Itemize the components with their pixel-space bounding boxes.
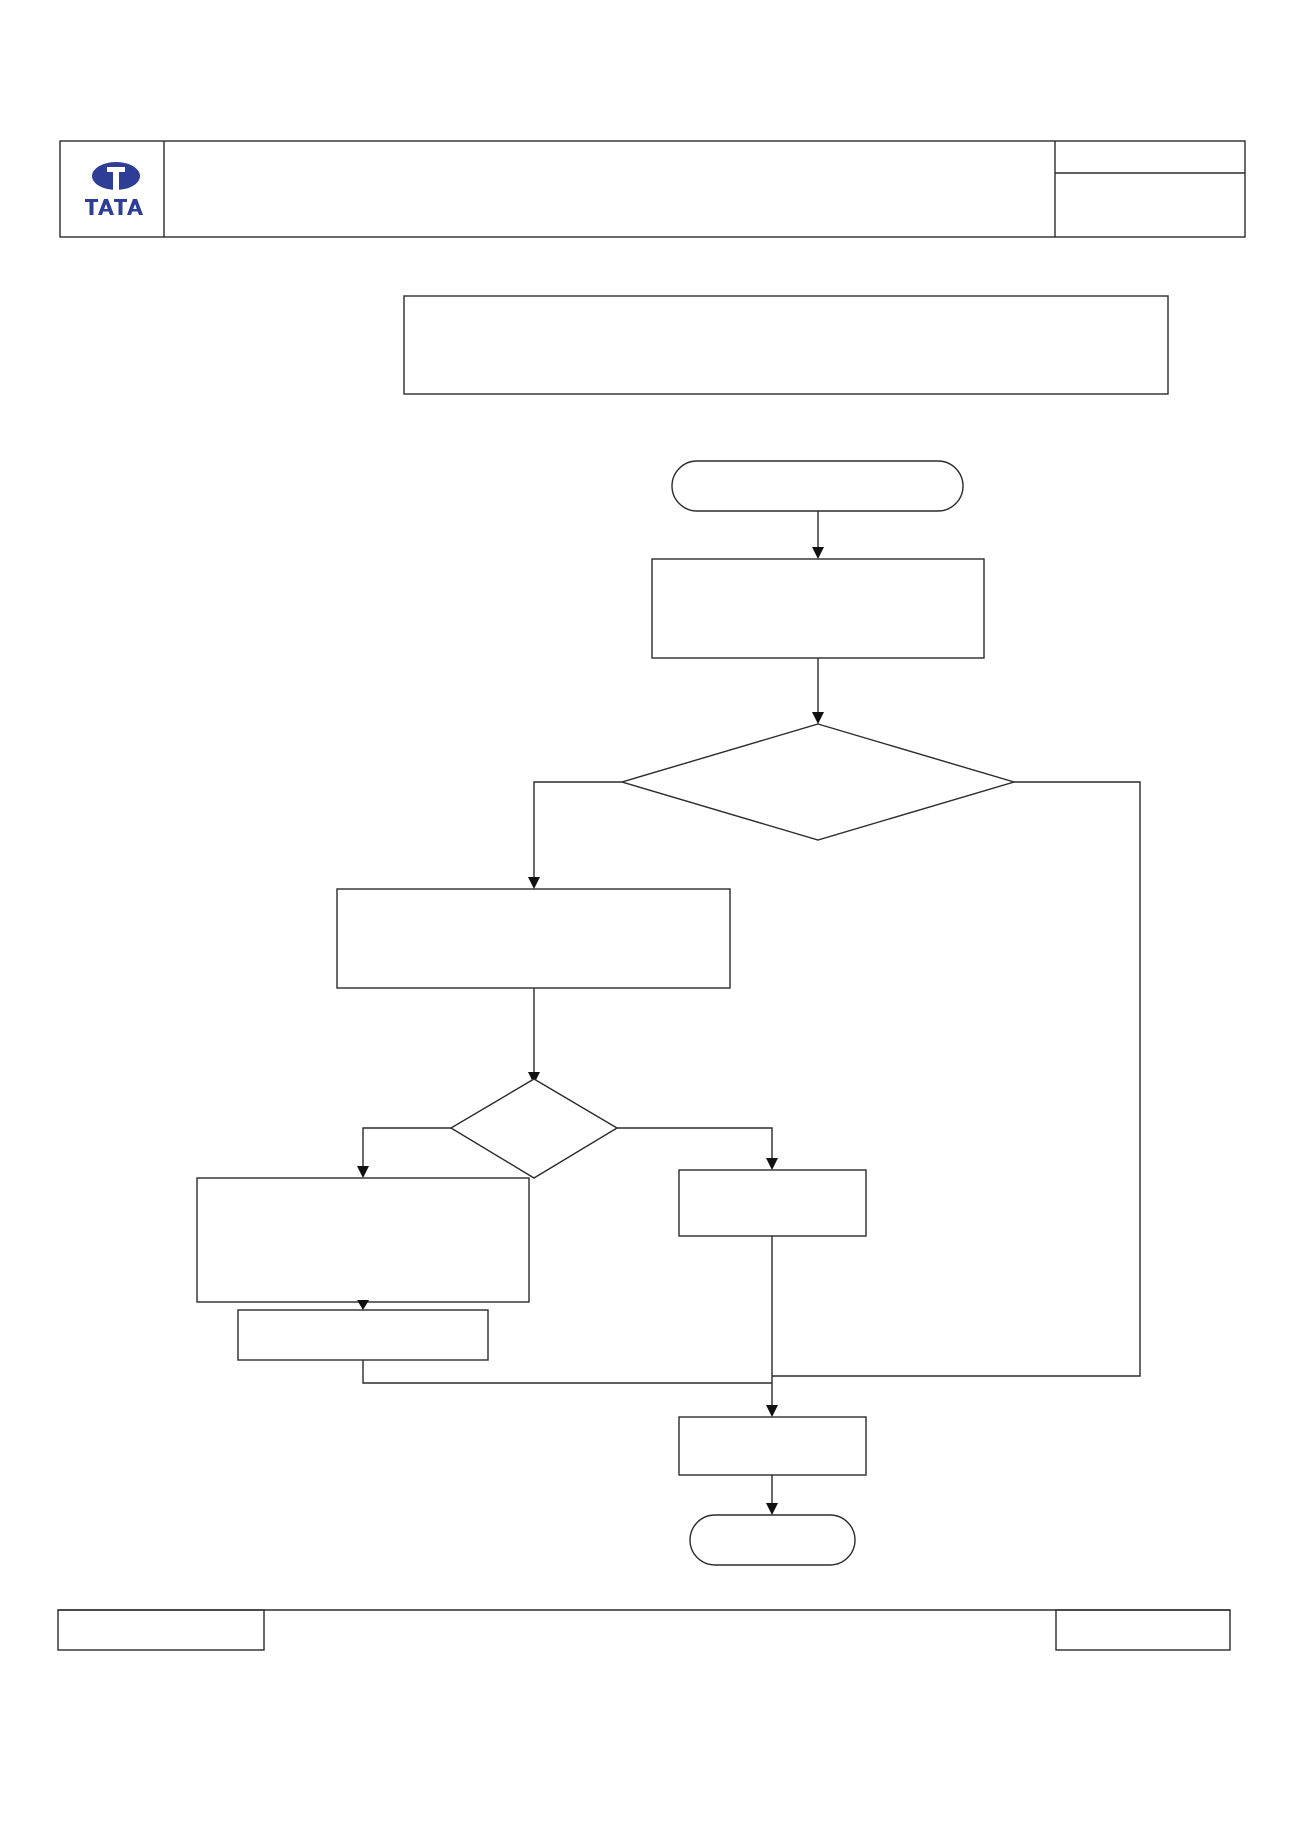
end-terminator xyxy=(689,1514,856,1566)
document-footer xyxy=(57,1609,1231,1651)
connector-decision1-right xyxy=(772,781,1141,1377)
tata-logo-wordmark xyxy=(85,199,143,215)
title-box xyxy=(403,295,1169,395)
arrowhead xyxy=(766,1503,778,1515)
tata-logo-icon xyxy=(92,162,140,190)
start-terminator xyxy=(671,460,964,512)
footer-right-box xyxy=(1055,1609,1231,1651)
arrowhead xyxy=(766,1405,778,1417)
process-box-4 xyxy=(237,1309,489,1361)
flowchart xyxy=(196,460,1141,1566)
header-frame xyxy=(59,140,1246,238)
document-header xyxy=(59,140,1246,238)
process-box-1 xyxy=(651,558,985,659)
process-box-3 xyxy=(196,1177,530,1303)
arrowhead xyxy=(357,1166,369,1178)
connector-decision2-right xyxy=(617,1127,773,1165)
connector-decision1-left xyxy=(533,781,622,884)
footer-left-box xyxy=(57,1609,265,1651)
process-box-6 xyxy=(678,1416,867,1476)
decision-diamond-1 xyxy=(619,723,1017,841)
arrowhead xyxy=(812,547,824,559)
arrowhead xyxy=(766,1158,778,1170)
connector-decision2-left xyxy=(362,1127,451,1173)
process-box-2 xyxy=(336,888,731,989)
process-box-5 xyxy=(678,1169,867,1237)
arrowhead xyxy=(528,1072,540,1084)
arrowhead xyxy=(357,1300,369,1310)
connector-process4-to-merge xyxy=(362,1360,772,1384)
arrowhead xyxy=(812,712,824,724)
tata-logo xyxy=(85,162,143,215)
arrowhead xyxy=(528,877,540,889)
decision-diamond-2 xyxy=(449,1078,619,1179)
